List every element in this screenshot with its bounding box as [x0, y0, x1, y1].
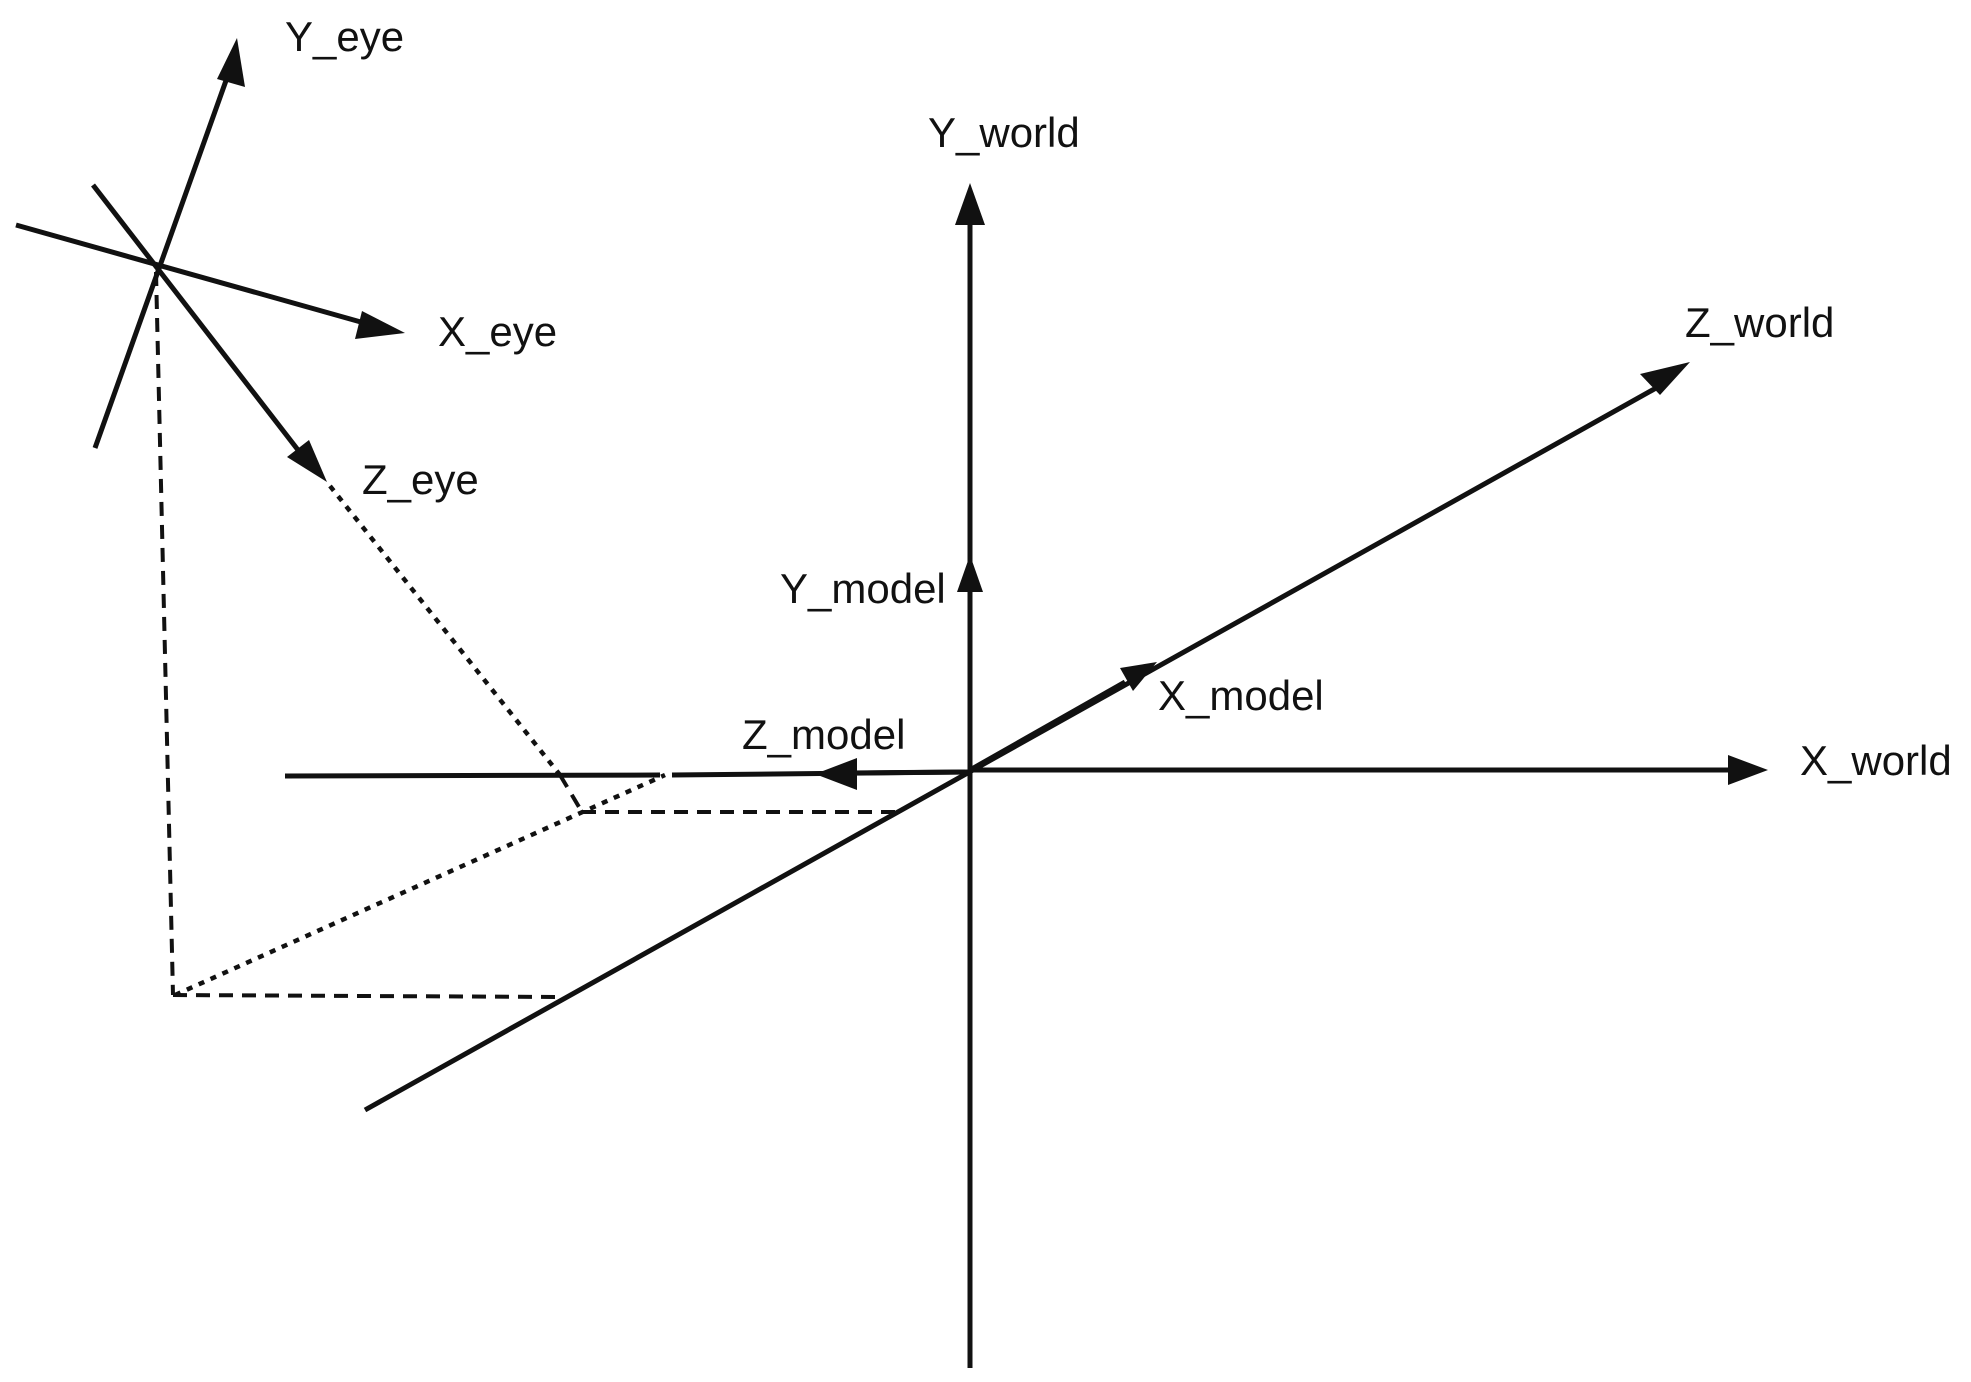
floor-to-plane-dotted: [174, 772, 666, 998]
y-model-arrowhead: [957, 555, 983, 592]
z-model-label: Z_model: [742, 711, 905, 758]
z-eye-axis: [91, 183, 300, 452]
y-model-label: Y_model: [780, 565, 946, 612]
plane-to-origin-dashed: [558, 773, 584, 814]
world-frame: [284, 183, 1768, 1368]
x-world-label: X_world: [1800, 737, 1952, 784]
x-eye-label: X_eye: [438, 308, 557, 355]
z-model-arrowhead: [815, 758, 857, 790]
y-eye-axis: [92, 74, 231, 449]
x-world-axis-left: [284, 772, 661, 779]
model-frame: [815, 555, 1157, 790]
eye-frame: [15, 38, 405, 482]
zeye-extension-dotted: [328, 484, 562, 777]
x-model-arrowhead: [1120, 662, 1157, 691]
z-eye-label: Z_eye: [362, 456, 479, 503]
projection-lines: [154, 271, 900, 999]
eye-vertical-drop-dashed: [154, 271, 175, 996]
x-world-arrowhead: [1728, 755, 1768, 785]
x-eye-arrowhead: [355, 311, 405, 339]
y-world-label: Y_world: [928, 109, 1080, 156]
y-eye-label: Y_eye: [285, 13, 404, 60]
x-model-label: X_model: [1158, 672, 1324, 719]
z-world-arrowhead: [1640, 362, 1690, 395]
z-eye-arrowhead: [287, 440, 327, 482]
x-model-axis: [968, 679, 1127, 773]
x-eye-axis: [15, 222, 376, 329]
axis-labels: Y_eye X_eye Z_eye Y_world Z_world X_worl…: [285, 13, 1952, 784]
z-world-label: Z_world: [1685, 299, 1834, 346]
floor-horizontal-dashed: [172, 993, 561, 999]
y-world-arrowhead: [955, 183, 985, 225]
z-model-axis: [849, 769, 971, 776]
y-eye-arrowhead: [217, 38, 245, 87]
